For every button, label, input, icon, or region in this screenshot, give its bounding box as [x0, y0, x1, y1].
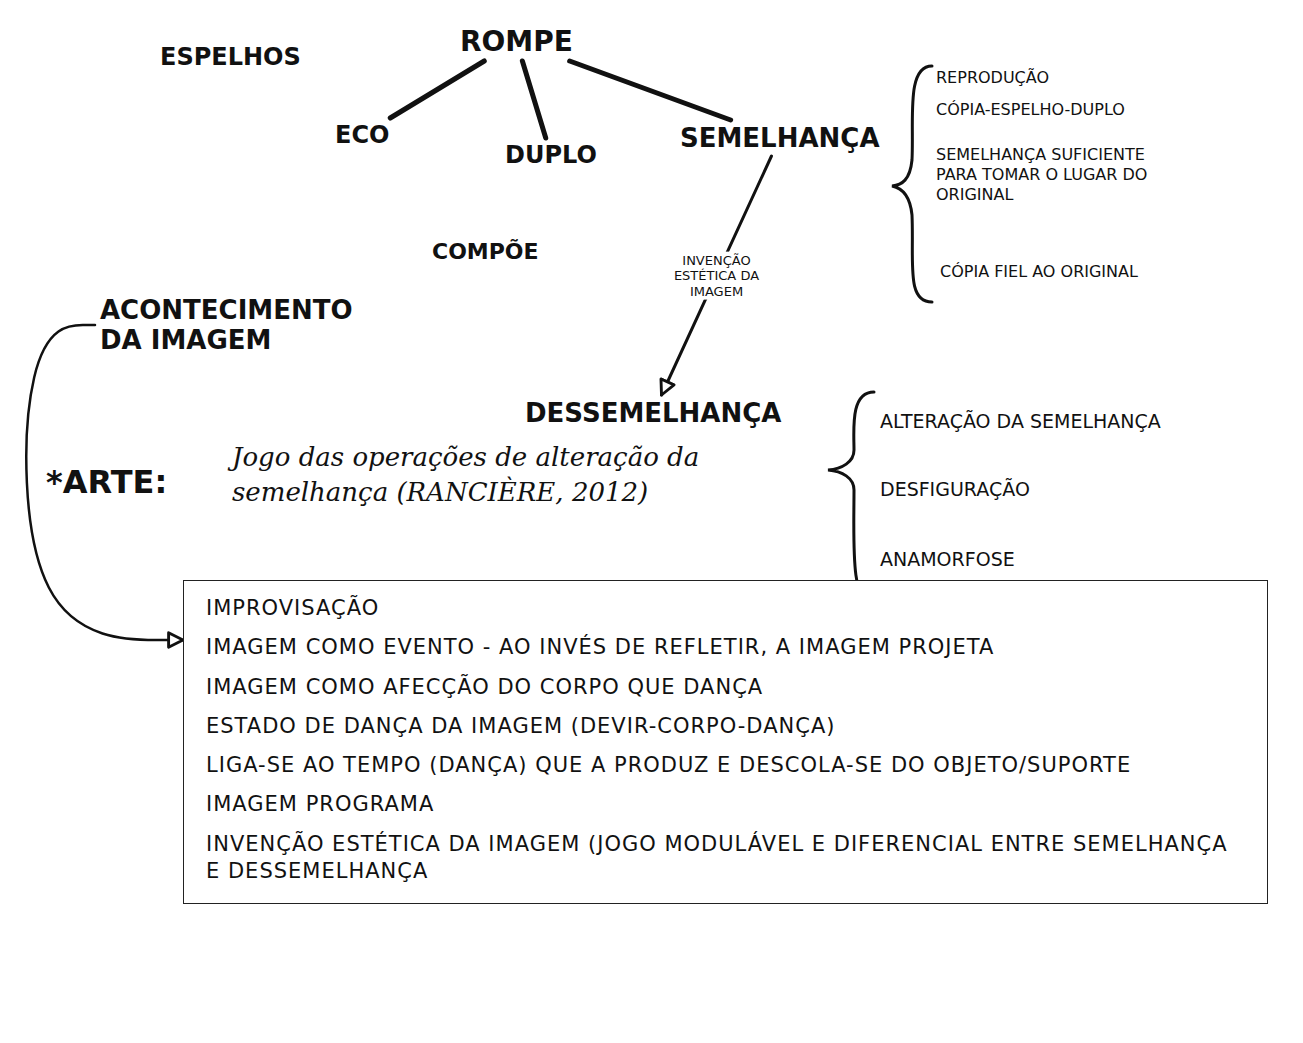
list-item: ESTADO DE DANÇA DA IMAGEM (DEVIR-CORPO-D…	[206, 713, 1247, 740]
node-text: ACONTECIMENTO DA IMAGEM	[100, 295, 375, 355]
curly-brace	[828, 392, 874, 606]
node-text: DESSEMELHANÇA	[525, 398, 781, 428]
list-item: IMAGEM COMO EVENTO - AO INVÉS DE REFLETI…	[206, 634, 1247, 661]
concept-node: ACONTECIMENTO DA IMAGEM	[95, 292, 380, 358]
keyword-node: ECO	[330, 118, 394, 152]
keyword-label: COMPÕE	[432, 238, 539, 266]
curly-brace	[892, 66, 932, 302]
list-item: LIGA-SE AO TEMPO (DANÇA) QUE A PRODUZ E …	[206, 752, 1247, 779]
node-text: ROMPE	[460, 25, 573, 58]
list-item: DESFIGURAÇÃO	[880, 478, 1030, 502]
list-item: CÓPIA FIEL AO ORIGINAL	[940, 262, 1138, 282]
list-item: CÓPIA-ESPELHO-DUPLO	[936, 100, 1125, 120]
node-text: DUPLO	[505, 141, 597, 169]
connector-line	[570, 61, 731, 120]
connector-line	[522, 61, 545, 138]
edge-label: INVENÇÃO ESTÉTICA DA IMAGEM	[647, 251, 785, 300]
list-item: ANAMORFOSE	[880, 548, 1015, 572]
keyword-label: ESPELHOS	[160, 42, 301, 72]
list-item: IMPROVISAÇÃO	[206, 595, 1247, 622]
keyword-node: ROMPE	[455, 22, 578, 61]
list-item: IMAGEM PROGRAMA	[206, 791, 1247, 818]
note-text: Jogo das operações de alteração da semel…	[232, 440, 817, 510]
list-item: INVENÇÃO ESTÉTICA DA IMAGEM (JOGO MODULÁ…	[206, 831, 1247, 886]
list-item: SEMELHANÇA SUFICIENTE PARA TOMAR O LUGAR…	[936, 145, 1186, 205]
keyword-node: DUPLO	[500, 138, 602, 172]
list-item: IMAGEM COMO AFECÇÃO DO CORPO QUE DANÇA	[206, 674, 1247, 701]
concept-node: DESSEMELHANÇA	[520, 395, 786, 431]
connector-line	[390, 61, 484, 118]
node-text: SEMELHANÇA	[680, 123, 880, 153]
node-text: ECO	[335, 121, 389, 149]
concept-node: SEMELHANÇA	[675, 120, 885, 156]
list-box: IMPROVISAÇÃO IMAGEM COMO EVENTO - AO INVÉ…	[183, 580, 1268, 904]
connector-arrow	[26, 325, 183, 640]
list-item: ALTERAÇÃO DA SEMELHANÇA	[880, 410, 1161, 434]
list-item: REPRODUÇÃO	[936, 68, 1049, 88]
note-text: *ARTE:	[46, 462, 167, 502]
